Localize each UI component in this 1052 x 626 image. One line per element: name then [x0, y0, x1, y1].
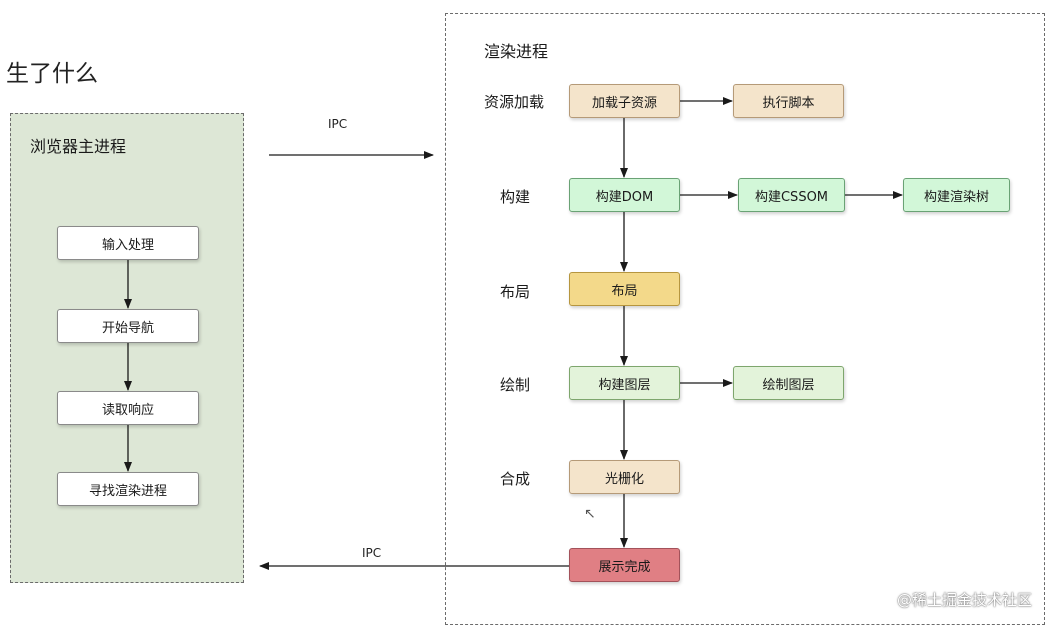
ipc-label-bottom: IPC — [362, 546, 382, 560]
node-build-cssom: 构建CSSOM — [738, 178, 845, 212]
stage-label-resource-loading: 资源加载 — [484, 93, 545, 111]
stage-label-composite: 合成 — [500, 470, 531, 488]
step-read-response: 读取响应 — [57, 391, 199, 425]
node-layout: 布局 — [569, 272, 680, 306]
node-build-dom: 构建DOM — [569, 178, 680, 212]
node-build-layers: 构建图层 — [569, 366, 680, 400]
node-paint-layers: 绘制图层 — [733, 366, 844, 400]
node-run-scripts: 执行脚本 — [733, 84, 844, 118]
mouse-cursor-icon: ↖ — [584, 506, 596, 522]
main-process-title: 浏览器主进程 — [30, 137, 127, 156]
node-load-subresources: 加载子资源 — [569, 84, 680, 118]
stage-label-paint: 绘制 — [500, 376, 531, 394]
node-build-render-tree: 构建渲染树 — [903, 178, 1010, 212]
render-process-panel — [445, 13, 1045, 625]
step-start-navigation: 开始导航 — [57, 309, 199, 343]
node-display-done: 展示完成 — [569, 548, 680, 582]
stage-label-build: 构建 — [500, 188, 531, 206]
watermark: @稀土掘金技术社区 — [896, 591, 1032, 609]
step-input-handling: 输入处理 — [57, 226, 199, 260]
node-rasterize: 光栅化 — [569, 460, 680, 494]
step-find-render-process: 寻找渲染进程 — [57, 472, 199, 506]
heading-partial: 生了什么 — [6, 61, 98, 87]
stage-label-layout: 布局 — [500, 283, 531, 301]
render-process-title: 渲染进程 — [484, 42, 549, 61]
ipc-label-top: IPC — [328, 117, 348, 131]
